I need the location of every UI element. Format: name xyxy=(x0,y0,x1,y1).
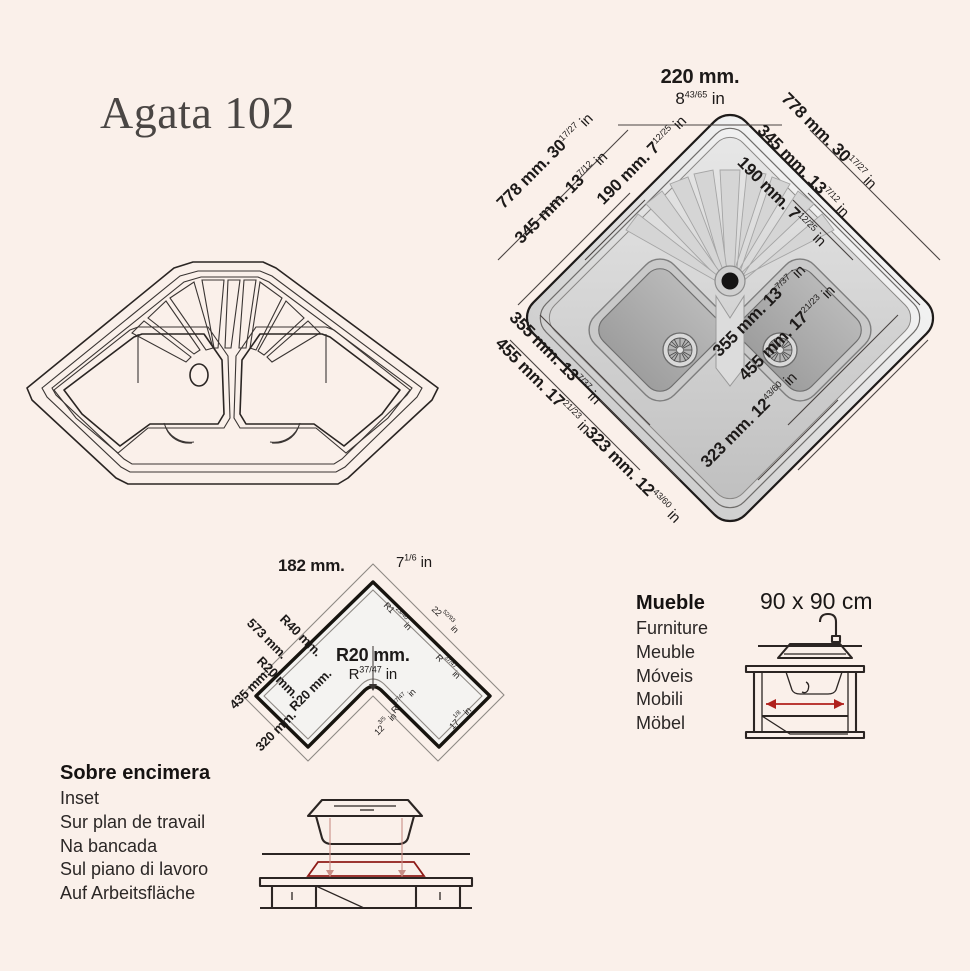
furniture-text-block: Mueble Furniture Meuble Móveis Mobili Mö… xyxy=(636,592,708,736)
furniture-translation-fr: Meuble xyxy=(636,641,696,662)
dimension-in-frac: 37/47 xyxy=(359,664,382,675)
inset-heading: Sobre encimera xyxy=(60,762,211,784)
dimension-tick-220mm xyxy=(618,122,788,128)
inset-installation-sketch xyxy=(256,782,476,912)
cutout-template-diagram xyxy=(238,560,508,770)
furniture-translation-it: Mobili xyxy=(636,689,684,710)
dimension-top-220mm: 220 mm. 843/65 in xyxy=(640,66,760,109)
inset-translation-it: Sul piano di lavoro xyxy=(60,859,209,880)
dimension-in-whole: 7 xyxy=(396,554,405,571)
furniture-translation-en: Furniture xyxy=(636,618,709,638)
inset-translation-fr: Sur plan de travail xyxy=(60,811,206,832)
dimension-leader-lines-top-view xyxy=(480,100,960,500)
page-title: Agata 102 xyxy=(100,87,295,138)
furniture-translation-pt: Móveis xyxy=(636,665,694,686)
cutout-dim-7in: 71/6 in xyxy=(396,552,433,572)
inset-translation-de: Auf Arbeitsfläche xyxy=(60,883,196,903)
dimension-in-unit: in xyxy=(381,666,398,683)
dimension-in-unit: in xyxy=(707,89,725,108)
inset-translation-pt: Na bancada xyxy=(60,835,158,856)
dimension-in-frac: 43/65 xyxy=(684,89,708,100)
sink-line-drawing xyxy=(18,238,448,503)
dimension-mm: 182 mm. xyxy=(278,556,345,575)
cutout-dim-182mm: 182 mm. xyxy=(278,556,345,576)
dimension-in-unit: in xyxy=(416,554,433,571)
furniture-heading: Mueble xyxy=(636,592,705,614)
dimension-mm: 220 mm. xyxy=(660,66,740,88)
furniture-translation-de: Möbel xyxy=(636,713,686,733)
furniture-size-label: 90 x 90 cm xyxy=(760,588,873,614)
cutout-center-radius-callout: R20 mm. R37/47 in xyxy=(336,645,410,684)
inset-translation-en: Inset xyxy=(60,788,100,808)
dimension-in-frac: 1/6 xyxy=(404,552,417,563)
dimension-mm: R20 mm. xyxy=(336,645,410,665)
dimension-in-whole: 8 xyxy=(675,89,685,108)
inset-text-block: Sobre encimera Inset Sur plan de travail… xyxy=(60,762,210,906)
furniture-cabinet-sketch xyxy=(736,612,872,740)
dimension-in-prefix: R xyxy=(348,666,360,683)
